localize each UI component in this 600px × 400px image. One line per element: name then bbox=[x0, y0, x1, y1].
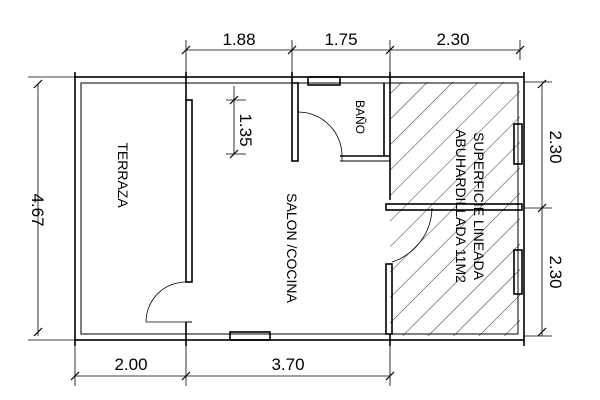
wall-bathroom bbox=[291, 82, 391, 200]
window-right-upper bbox=[513, 123, 523, 165]
window-top bbox=[307, 76, 341, 86]
dim-top-2: 1.75 bbox=[324, 30, 357, 49]
room-label-terrace: TERRAZA bbox=[115, 142, 131, 208]
dim-right-2: 2.30 bbox=[546, 255, 565, 288]
dimension-left bbox=[28, 76, 75, 341]
dim-top-1: 1.88 bbox=[222, 30, 255, 49]
room-label-bathroom: BAÑO bbox=[353, 100, 367, 134]
outer-walls bbox=[74, 72, 525, 346]
attic-hatch-area bbox=[390, 82, 520, 336]
dim-bottom-1: 2.00 bbox=[114, 355, 147, 374]
dim-top-3: 2.30 bbox=[436, 30, 469, 49]
door-swing-bathroom bbox=[297, 111, 343, 157]
dim-left: 4.67 bbox=[28, 193, 47, 226]
window-bottom bbox=[229, 331, 271, 341]
dim-right-1: 2.30 bbox=[546, 130, 565, 163]
room-label-living: SALON /COCINA bbox=[284, 193, 300, 303]
room-label-attic-1: SUPERFICIE LINEADA bbox=[471, 132, 487, 280]
dimension-right bbox=[524, 79, 552, 337]
dimension-bottom bbox=[70, 346, 395, 386]
wall-terrace-living bbox=[185, 83, 193, 334]
window-right-lower bbox=[513, 249, 523, 295]
room-label-attic-2: ABUHARDILLADA 11M2 bbox=[453, 129, 469, 283]
wall-living-attic bbox=[385, 203, 523, 335]
door-swing-attic bbox=[391, 207, 433, 263]
dimension-top bbox=[181, 40, 525, 72]
door-swing-terrace bbox=[145, 281, 187, 323]
dim-bathroom-inner: 1.35 bbox=[236, 113, 255, 146]
dim-bottom-2: 3.70 bbox=[271, 355, 304, 374]
dimension-bathroom-inner bbox=[226, 86, 246, 159]
